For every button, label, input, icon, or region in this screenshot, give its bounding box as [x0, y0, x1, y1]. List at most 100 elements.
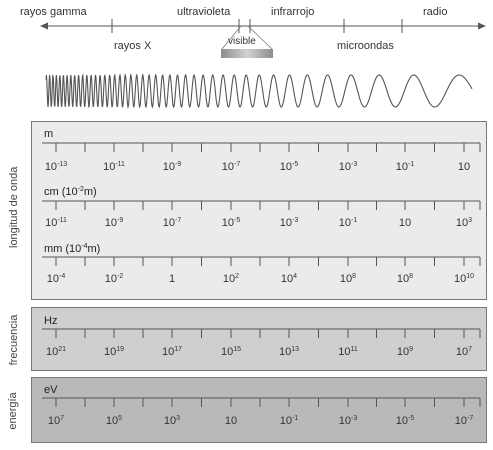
tick-label-base: 10 — [220, 346, 234, 358]
spectrum-axis — [40, 19, 486, 50]
rule-m — [42, 142, 481, 152]
tick-label-hz: 1011 — [338, 346, 358, 358]
tick-label-base: 10 — [396, 346, 410, 358]
side-label-length: longitud de onda — [8, 166, 20, 248]
tick-label-exponent: -11 — [115, 161, 125, 168]
rule-cm — [42, 200, 481, 210]
tick-label-base: 10 — [338, 217, 352, 229]
tick-label-m: 10-5 — [280, 161, 298, 173]
tick-label-base: 10 — [162, 217, 176, 229]
tick-label-exponent: 7 — [468, 346, 473, 353]
band-label-gamma: rayos gamma — [20, 6, 87, 18]
tick-label-mm: 1 — [169, 273, 175, 285]
tick-label-exponent: -7 — [234, 161, 241, 168]
tick-label-base: 10 — [279, 415, 293, 427]
tick-label-exponent: -4 — [59, 273, 66, 280]
tick-label-cm: 10-5 — [222, 217, 240, 229]
tick-label-exponent: 19 — [116, 346, 125, 353]
tick-label-base: 10 — [103, 161, 116, 173]
tick-label-base: 10 — [161, 346, 175, 358]
tick-label-cm: 10-9 — [105, 217, 123, 229]
visible-band-strip — [221, 49, 273, 58]
tick-label-base: 10 — [104, 273, 118, 285]
tick-label-base: 10 — [280, 273, 294, 285]
tick-label-exponent: 15 — [233, 346, 242, 353]
tick-label-mm: 104 — [281, 273, 297, 285]
wave-graphic — [45, 73, 473, 110]
tick-label-ev: 10-7 — [455, 415, 473, 427]
tick-label-exponent: 17 — [174, 346, 183, 353]
tick-label-exponent: -9 — [175, 161, 182, 168]
tick-label-base: 10 — [454, 415, 468, 427]
tick-label-m: 10 — [458, 161, 470, 173]
tick-label-exponent: -5 — [408, 415, 415, 422]
tick-label-exponent: -1 — [408, 161, 415, 168]
tick-label-base: 10 — [224, 415, 238, 427]
tick-label-cm: 10-1 — [339, 217, 357, 229]
tick-label-ev: 105 — [106, 415, 122, 427]
scale-title-hz: Hz — [44, 315, 58, 327]
tick-label-exponent: 10 — [466, 273, 475, 280]
tick-label-exponent: 9 — [409, 346, 414, 353]
tick-label-base: 10 — [222, 273, 236, 285]
tick-label-hz: 1021 — [46, 346, 66, 358]
tick-label-base: 10 — [338, 346, 351, 358]
tick-label-base: 10 — [457, 161, 471, 173]
tick-label-base: 10 — [47, 415, 61, 427]
tick-label-base: 10 — [46, 273, 60, 285]
tick-label-m: 10-13 — [45, 161, 67, 173]
band-label-visible: visible — [228, 36, 256, 47]
tick-label-ev: 10 — [225, 415, 237, 427]
tick-label-exponent: 21 — [58, 346, 67, 353]
scale-title-m: m — [44, 128, 54, 140]
tick-label-mm: 10-4 — [47, 273, 65, 285]
tick-label-ev: 10-5 — [396, 415, 414, 427]
tick-label-base: 10 — [104, 217, 118, 229]
band-label-radio: radio — [423, 6, 448, 18]
tick-label-hz: 1017 — [162, 346, 182, 358]
tick-label-base: 1 — [168, 273, 176, 285]
tick-label-base: 10 — [455, 346, 469, 358]
tick-label-exponent: -7 — [175, 217, 182, 224]
tick-label-mm: 108 — [340, 273, 356, 285]
tick-label-base: 10 — [221, 217, 235, 229]
tick-label-exponent: 8 — [352, 273, 357, 280]
side-label-frequency: frecuencia — [8, 314, 20, 366]
tick-label-base: 10 — [45, 217, 58, 229]
tick-label-mm: 108 — [397, 273, 413, 285]
tick-label-base: 10 — [44, 161, 58, 173]
tick-label-m: 10-11 — [103, 161, 125, 173]
tick-label-base: 10 — [338, 161, 352, 173]
tick-label-mm: 102 — [223, 273, 239, 285]
rule-ev — [42, 397, 481, 407]
tick-label-hz: 1019 — [104, 346, 124, 358]
tick-label-m: 10-3 — [339, 161, 357, 173]
tick-label-mm: 10-2 — [105, 273, 123, 285]
tick-label-hz: 109 — [397, 346, 413, 358]
tick-label-m: 10-7 — [222, 161, 240, 173]
tick-label-base: 10 — [279, 217, 293, 229]
tick-label-exponent: 8 — [409, 273, 414, 280]
tick-label-exponent: -5 — [292, 161, 299, 168]
tick-label-base: 10 — [395, 161, 409, 173]
tick-label-cm: 10-11 — [45, 217, 67, 229]
rule-mm — [42, 256, 481, 266]
band-label-infrared: infrarrojo — [271, 6, 315, 18]
scale-title-ev: eV — [44, 384, 58, 396]
tick-label-base: 10 — [338, 415, 352, 427]
tick-label-ev: 10-3 — [339, 415, 357, 427]
tick-label-exponent: 11 — [350, 346, 358, 353]
tick-label-exponent: -7 — [467, 415, 474, 422]
tick-label-base: 10 — [221, 161, 235, 173]
tick-label-base: 10 — [163, 415, 177, 427]
tick-label-base: 10 — [398, 217, 412, 229]
tick-label-base: 10 — [339, 273, 353, 285]
tick-label-hz: 1015 — [221, 346, 241, 358]
tick-label-exponent: -13 — [57, 161, 68, 168]
tick-label-base: 10 — [162, 161, 176, 173]
tick-label-ev: 10-1 — [280, 415, 298, 427]
tick-label-base: 10 — [453, 273, 467, 285]
tick-label-exponent: -1 — [351, 217, 358, 224]
